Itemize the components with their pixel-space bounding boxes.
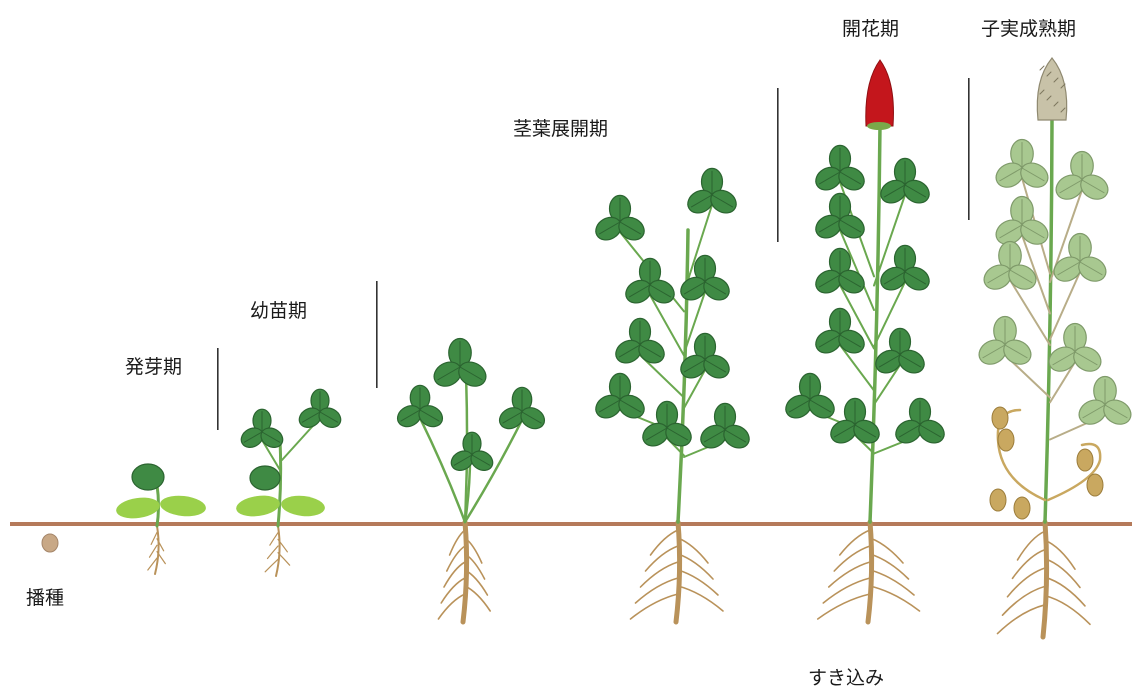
label-plow-in: すき込み (808, 669, 884, 688)
young-clover-plant-icon (394, 339, 549, 623)
seed-icon (42, 534, 58, 552)
crimson-flower-icon (866, 60, 894, 130)
label-seedling: 幼苗期 (250, 302, 307, 321)
seedling-plant-icon (235, 389, 344, 576)
flowering-plant-icon (782, 60, 949, 622)
label-sowing: 播種 (26, 589, 64, 608)
seed-maturity-plant-icon (975, 58, 1132, 637)
seed-head-icon (1037, 58, 1066, 120)
ground-line (10, 522, 1132, 526)
stem-leaf-expansion-plant-icon (592, 168, 754, 622)
label-stem-leaf-expansion: 茎葉展開期 (513, 120, 608, 139)
label-flowering: 開花期 (842, 20, 899, 39)
germination-plant-icon (115, 464, 207, 574)
label-germination: 発芽期 (125, 358, 182, 377)
label-seed-maturity: 子実成熟期 (981, 20, 1076, 39)
